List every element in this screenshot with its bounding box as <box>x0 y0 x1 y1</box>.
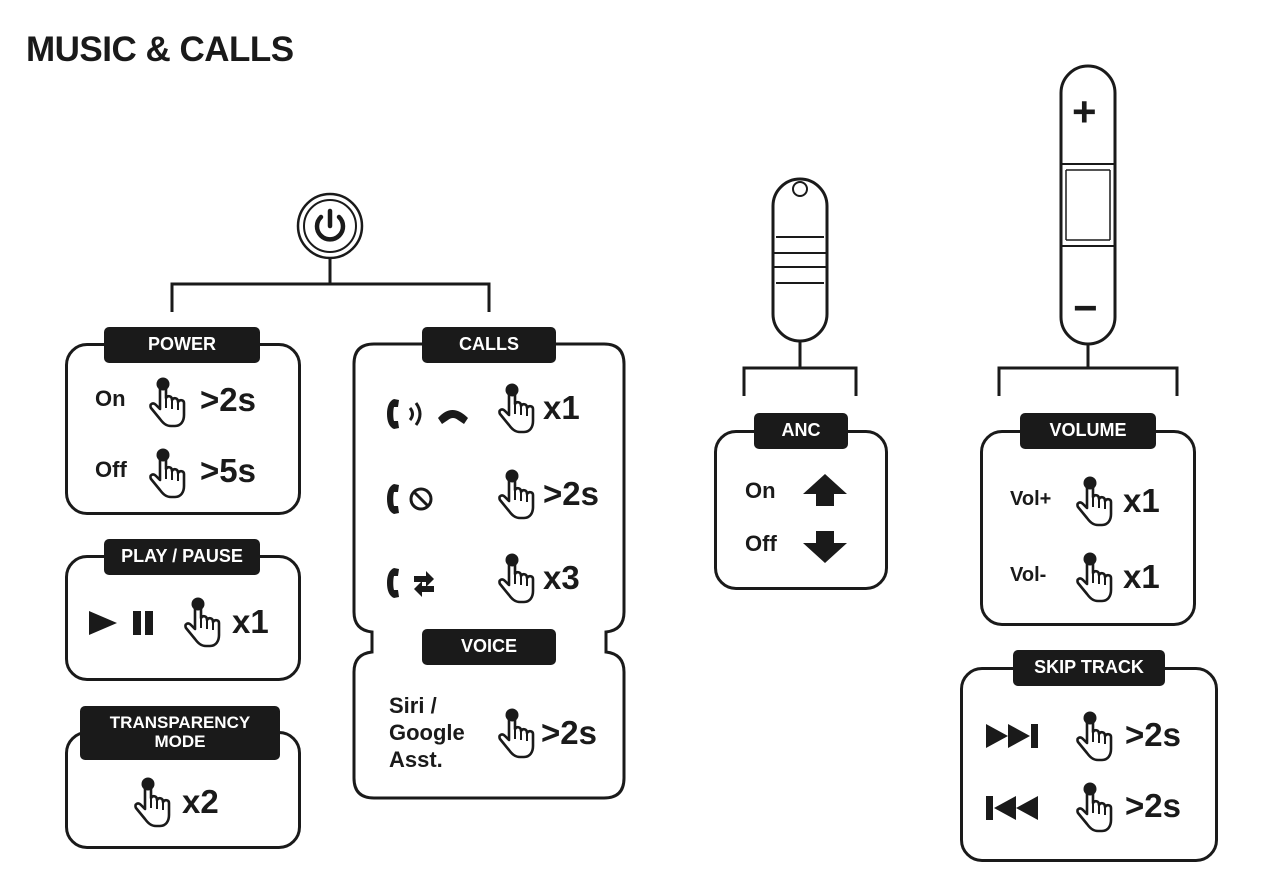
play-icon <box>89 611 117 635</box>
transparency-count: x2 <box>182 783 219 820</box>
power-button[interactable] <box>296 192 364 260</box>
skip-track-label: SKIP TRACK <box>1013 650 1165 686</box>
power-off-text: Off <box>95 457 127 482</box>
call-answer-count: x1 <box>543 389 580 426</box>
press-hand-icon <box>1074 780 1114 834</box>
power-on-duration: >2s <box>200 381 256 418</box>
volume-down-text: Vol- <box>1010 564 1047 586</box>
call-reject-duration: >2s <box>543 475 599 512</box>
volume-label: VOLUME <box>1020 413 1156 449</box>
arrow-up-icon <box>803 474 847 506</box>
volume-plus-symbol[interactable]: + <box>1072 88 1097 135</box>
anc-panel <box>714 430 888 590</box>
pause-icon <box>133 611 153 635</box>
previous-track-icon <box>986 796 1038 820</box>
power-on-text: On <box>95 386 126 411</box>
voice-assistant-line2: Google <box>389 720 465 745</box>
volume-minus-symbol[interactable]: − <box>1073 284 1098 331</box>
switch-call-icon <box>387 568 434 598</box>
next-track-duration: >2s <box>1125 716 1181 753</box>
voice-assistant-line3: Asst. <box>389 747 443 772</box>
anc-on-text: On <box>745 478 776 503</box>
press-hand-icon <box>496 706 536 760</box>
arrow-down-icon <box>803 531 847 563</box>
play-pause-icons <box>89 611 153 635</box>
call-switch-count: x3 <box>543 559 580 596</box>
voice-label: VOICE <box>422 629 556 665</box>
anc-off-text: Off <box>745 531 777 556</box>
previous-track-duration: >2s <box>1125 787 1181 824</box>
press-hand-icon <box>496 551 536 605</box>
press-hand-icon <box>1074 709 1114 763</box>
press-hand-icon <box>1074 474 1114 528</box>
hang-up-icon <box>438 410 468 424</box>
transparency-label: TRANSPARENCY MODE <box>80 706 280 760</box>
transparency-label-line2: MODE <box>154 732 206 751</box>
power-label: POWER <box>104 327 260 363</box>
press-hand-icon <box>1074 550 1114 604</box>
anc-label: ANC <box>754 413 848 449</box>
play-pause-count: x1 <box>232 603 269 640</box>
volume-up-count: x1 <box>1123 482 1160 519</box>
voice-duration: >2s <box>541 714 597 751</box>
anc-earbud <box>770 177 830 347</box>
skip-track-panel <box>960 667 1218 862</box>
voice-assistant-line1: Siri / <box>389 693 437 718</box>
transparency-label-line1: TRANSPARENCY <box>109 713 251 733</box>
power-off-duration: >5s <box>200 452 256 489</box>
press-hand-icon <box>496 467 536 521</box>
page-title: MUSIC & CALLS <box>26 30 294 69</box>
reject-call-icon <box>387 484 433 514</box>
volume-control-stem <box>1058 64 1118 348</box>
calls-label: CALLS <box>422 327 556 363</box>
press-hand-icon <box>496 381 536 435</box>
volume-up-text: Vol+ <box>1010 488 1052 510</box>
play-pause-label: PLAY / PAUSE <box>104 539 260 575</box>
incoming-call-icon <box>387 399 468 429</box>
power-icon <box>296 192 364 260</box>
next-track-icon <box>986 724 1038 748</box>
volume-down-count: x1 <box>1123 558 1160 595</box>
